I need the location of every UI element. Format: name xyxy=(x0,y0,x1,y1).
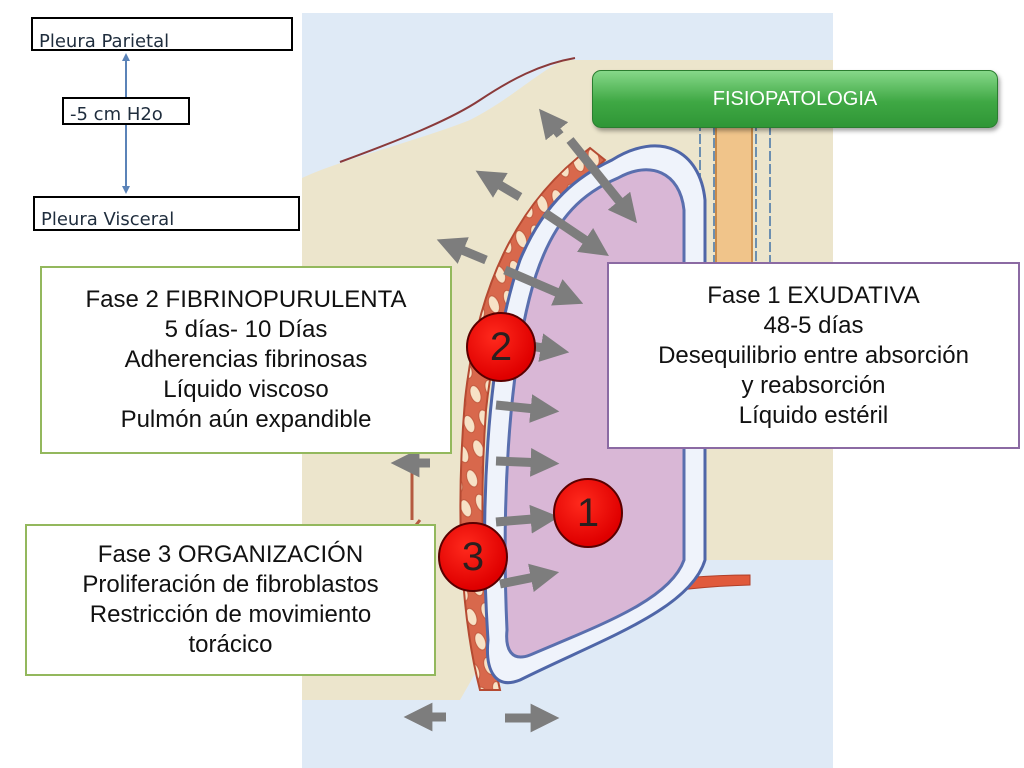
phase-2-badge: 2 xyxy=(466,312,536,382)
phase-2-duration: 5 días- 10 Días xyxy=(164,316,328,343)
phase-1-duration: 48-5 días xyxy=(763,311,864,339)
phase-1-badge: 1 xyxy=(553,478,623,548)
phase-1-box: Fase 1 EXUDATIVA 48-5 días Desequilibrio… xyxy=(607,262,1020,449)
phase-3-line-3: Restricción de movimiento xyxy=(89,601,372,628)
pressure-label: -5 cm H2o xyxy=(62,97,190,125)
phase-2-box: Fase 2 FIBRINOPURULENTA 5 días- 10 Días … xyxy=(40,266,452,454)
phase-3-badge: 3 xyxy=(438,522,508,592)
phase-3-box: Fase 3 ORGANIZACIÓN Proliferación de fib… xyxy=(25,524,436,676)
phase-2-line-5: Pulmón aún expandible xyxy=(120,406,372,433)
phase-1-title: Fase 1 EXUDATIVA xyxy=(707,281,920,309)
title-banner: FISIOPATOLOGIA xyxy=(592,70,998,128)
phase-3-title: Fase 3 ORGANIZACIÓN xyxy=(97,541,364,568)
phase-3-line-2: Proliferación de fibroblastos xyxy=(82,571,379,598)
phase-2-line-4: Líquido viscoso xyxy=(163,376,329,403)
phase-1-line-3: Desequilibrio entre absorción xyxy=(658,341,969,369)
phase-3-line-4: torácico xyxy=(188,631,273,658)
visceral-pleura-label: Pleura Visceral xyxy=(33,196,300,231)
phase-2-line-3: Adherencias fibrinosas xyxy=(124,346,368,373)
phase-1-line-4: y reabsorción xyxy=(741,371,886,399)
chest-wall-edge xyxy=(339,57,576,163)
parietal-pleura-label: Pleura Parietal xyxy=(31,17,293,51)
phase-1-line-5: Líquido estéril xyxy=(738,401,889,429)
phase-2-title: Fase 2 FIBRINOPURULENTA xyxy=(85,286,407,313)
